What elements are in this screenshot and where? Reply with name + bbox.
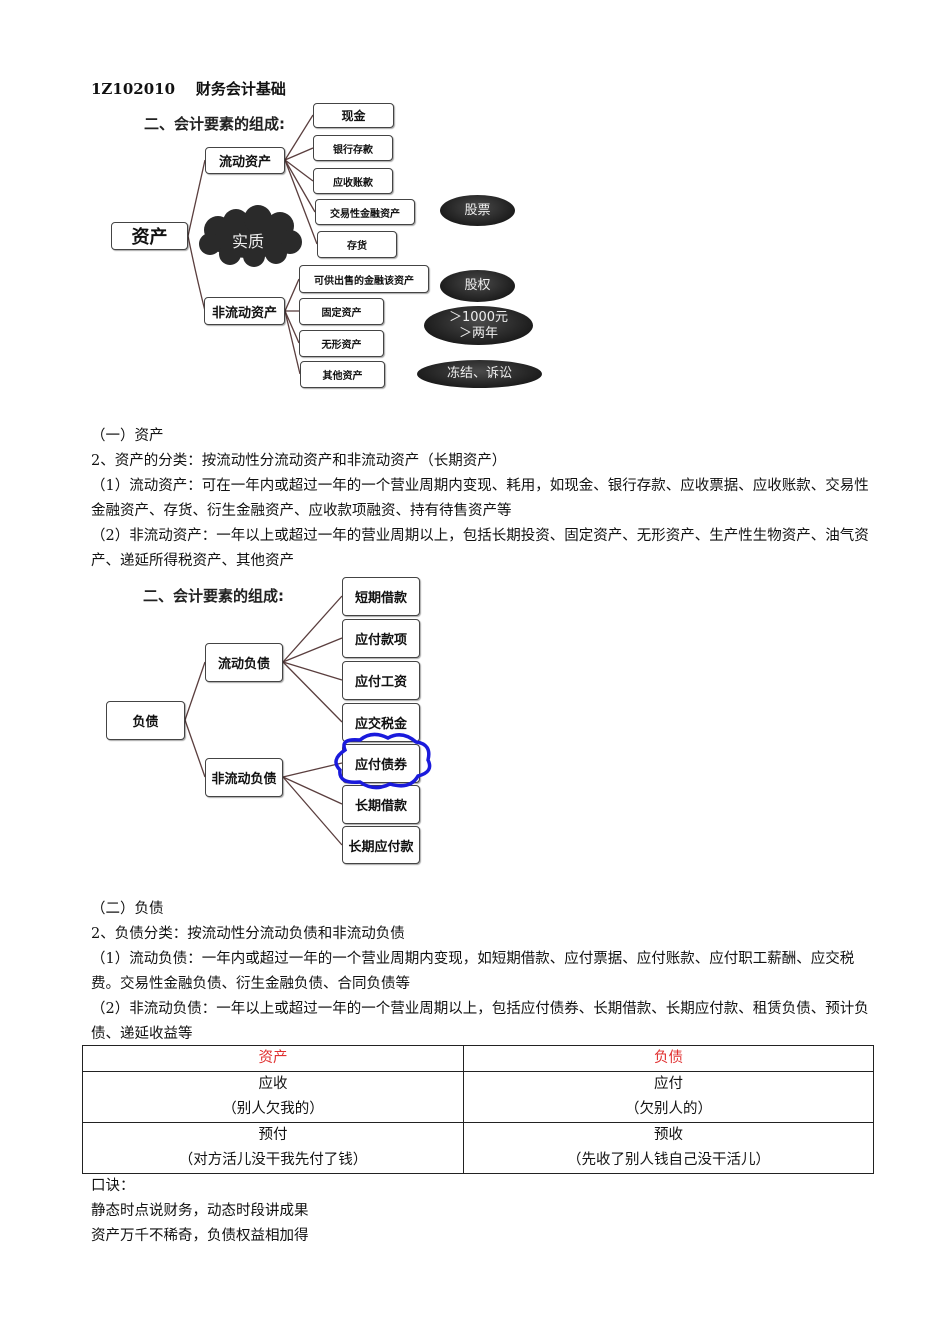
node-bonds-payable: 应付债券 bbox=[342, 744, 420, 783]
connector bbox=[282, 776, 343, 805]
node-current-liabilities: 流动负债 bbox=[205, 643, 283, 682]
connector bbox=[284, 159, 318, 245]
node-fixed-assets: 固定资产 bbox=[299, 298, 384, 325]
connector bbox=[282, 661, 343, 723]
note-stocks: 股票 bbox=[440, 195, 515, 226]
table-cell: 预收 （先收了别人钱自己没干活儿） bbox=[462, 1122, 875, 1174]
cell-note: （对方活儿没干我先付了钱） bbox=[178, 1152, 368, 1168]
mnemonic-line: 资产万千不稀奇，负债权益相加得 bbox=[91, 1228, 309, 1244]
connector bbox=[284, 310, 300, 344]
noncurrent-liabilities-definition: （2）非流动负债：一年以上或超过一年的一个营业周期以上，包括应付债券、长期借款、… bbox=[91, 1001, 869, 1042]
cell-main: 应收 bbox=[258, 1076, 288, 1092]
heading-code: 1Z102010 bbox=[91, 80, 176, 98]
current-liabilities-definition: （1）流动负债：一年内或超过一年的一个营业周期内变现，如短期借款、应付票据、应付… bbox=[91, 951, 855, 992]
node-noncurrent-assets: 非流动资产 bbox=[204, 297, 285, 325]
cloud-shape bbox=[199, 205, 302, 267]
node-cash: 现金 bbox=[313, 103, 394, 128]
node-accounts-payable: 应付款项 bbox=[342, 619, 420, 658]
current-assets-definition: （1）流动资产：可在一年内或超过一年的一个营业周期内变现、耗用，如现金、银行存款… bbox=[91, 478, 869, 519]
table-cell: 应付 （欠别人的） bbox=[462, 1071, 875, 1123]
cell-note: （先收了别人钱自己没干活儿） bbox=[566, 1152, 770, 1168]
note-fixed-asset-criteria: ＞1000元 ＞两年 bbox=[424, 306, 533, 345]
connector bbox=[187, 235, 206, 312]
connector bbox=[284, 310, 301, 375]
assets-section-heading: （一）资产 bbox=[91, 428, 164, 444]
connector bbox=[282, 661, 343, 681]
mnemonic-line: 静态时点说财务，动态时段讲成果 bbox=[91, 1203, 309, 1219]
connector bbox=[187, 159, 206, 237]
mnemonic-label: 口诀： bbox=[91, 1178, 135, 1194]
cloud-label-substance: 实质 bbox=[232, 232, 265, 251]
note-equity: 股权 bbox=[440, 270, 515, 302]
comparison-table: 资产 负债 应收 （别人欠我的） 应付 （欠别人的） 预付 （对方活儿没干我先付… bbox=[82, 1045, 875, 1174]
node-trading-financial-assets: 交易性金融资产 bbox=[315, 199, 415, 225]
cell-note: （别人欠我的） bbox=[222, 1101, 324, 1117]
cell-note: （欠别人的） bbox=[624, 1101, 712, 1117]
liabilities-diagram-title: 二、会计要素的组成: bbox=[143, 587, 284, 605]
note-over-two-years: ＞两年 bbox=[458, 325, 498, 341]
node-available-for-sale: 可供出售的金融该资产 bbox=[299, 265, 429, 293]
header-liabilities: 负债 bbox=[462, 1045, 875, 1072]
table-header-row: 资产 负债 bbox=[82, 1045, 875, 1072]
table-row: 应收 （别人欠我的） 应付 （欠别人的） bbox=[82, 1071, 875, 1123]
liabilities-classification: 2、负债分类：按流动性分流动负债和非流动负债 bbox=[91, 926, 405, 942]
table-cell: 预付 （对方活儿没干我先付了钱） bbox=[82, 1122, 464, 1174]
liabilities-section: （二）负债 2、负债分类：按流动性分流动负债和非流动负债 （1）流动负债：一年内… bbox=[91, 897, 881, 1047]
cell-main: 预收 bbox=[653, 1127, 683, 1143]
liabilities-section-heading: （二）负债 bbox=[91, 901, 164, 917]
connector bbox=[284, 278, 300, 312]
connector bbox=[284, 159, 316, 213]
mnemonic-section: 口诀： 静态时点说财务，动态时段讲成果 资产万千不稀奇，负债权益相加得 bbox=[91, 1174, 881, 1249]
node-other-assets: 其他资产 bbox=[300, 361, 385, 388]
connector bbox=[184, 661, 206, 721]
assets-classification: 2、资产的分类：按流动性分流动资产和非流动资产（长期资产） bbox=[91, 453, 507, 469]
header-assets: 资产 bbox=[82, 1045, 464, 1072]
node-long-term-loans: 长期借款 bbox=[342, 785, 420, 824]
heading-title: 财务会计基础 bbox=[195, 80, 286, 98]
assets-connector-lines bbox=[187, 114, 318, 375]
connector bbox=[282, 776, 343, 846]
cell-main: 应付 bbox=[653, 1076, 683, 1092]
connector bbox=[282, 762, 343, 778]
connector bbox=[284, 159, 314, 182]
assets-section: （一）资产 2、资产的分类：按流动性分流动资产和非流动资产（长期资产） （1）流… bbox=[91, 424, 881, 574]
node-assets-root: 资产 bbox=[111, 222, 188, 250]
node-accounts-receivable: 应收账款 bbox=[313, 168, 393, 194]
node-long-term-payables: 长期应付款 bbox=[342, 826, 420, 864]
node-wages-payable: 应付工资 bbox=[342, 661, 420, 700]
node-liabilities-root: 负债 bbox=[106, 701, 185, 740]
node-short-term-loans: 短期借款 bbox=[342, 577, 420, 616]
liabilities-connector-lines bbox=[184, 595, 343, 846]
node-current-assets: 流动资产 bbox=[205, 147, 285, 174]
cell-main: 预付 bbox=[258, 1127, 288, 1143]
connector bbox=[284, 147, 314, 161]
table-row: 预付 （对方活儿没干我先付了钱） 预收 （先收了别人钱自己没干活儿） bbox=[82, 1122, 875, 1174]
node-taxes-payable: 应交税金 bbox=[342, 703, 420, 742]
table-cell: 应收 （别人欠我的） bbox=[82, 1071, 464, 1123]
node-intangible-assets: 无形资产 bbox=[299, 330, 384, 357]
connector bbox=[284, 114, 314, 161]
assets-diagram-title: 二、会计要素的组成: bbox=[144, 115, 285, 133]
connector bbox=[184, 719, 206, 778]
node-inventory: 存货 bbox=[317, 231, 397, 258]
node-bank-deposit: 银行存款 bbox=[313, 135, 393, 161]
note-over-1000: ＞1000元 bbox=[448, 309, 509, 325]
connector bbox=[282, 595, 343, 663]
connector bbox=[282, 637, 343, 663]
noncurrent-assets-definition: （2）非流动资产：一年以上或超过一年的营业周期以上，包括长期投资、固定资产、无形… bbox=[91, 528, 869, 569]
page-heading: 1Z102010 财务会计基础 bbox=[91, 78, 286, 99]
note-frozen-litigation: 冻结、诉讼 bbox=[417, 360, 542, 388]
node-noncurrent-liabilities: 非流动负债 bbox=[205, 758, 283, 797]
